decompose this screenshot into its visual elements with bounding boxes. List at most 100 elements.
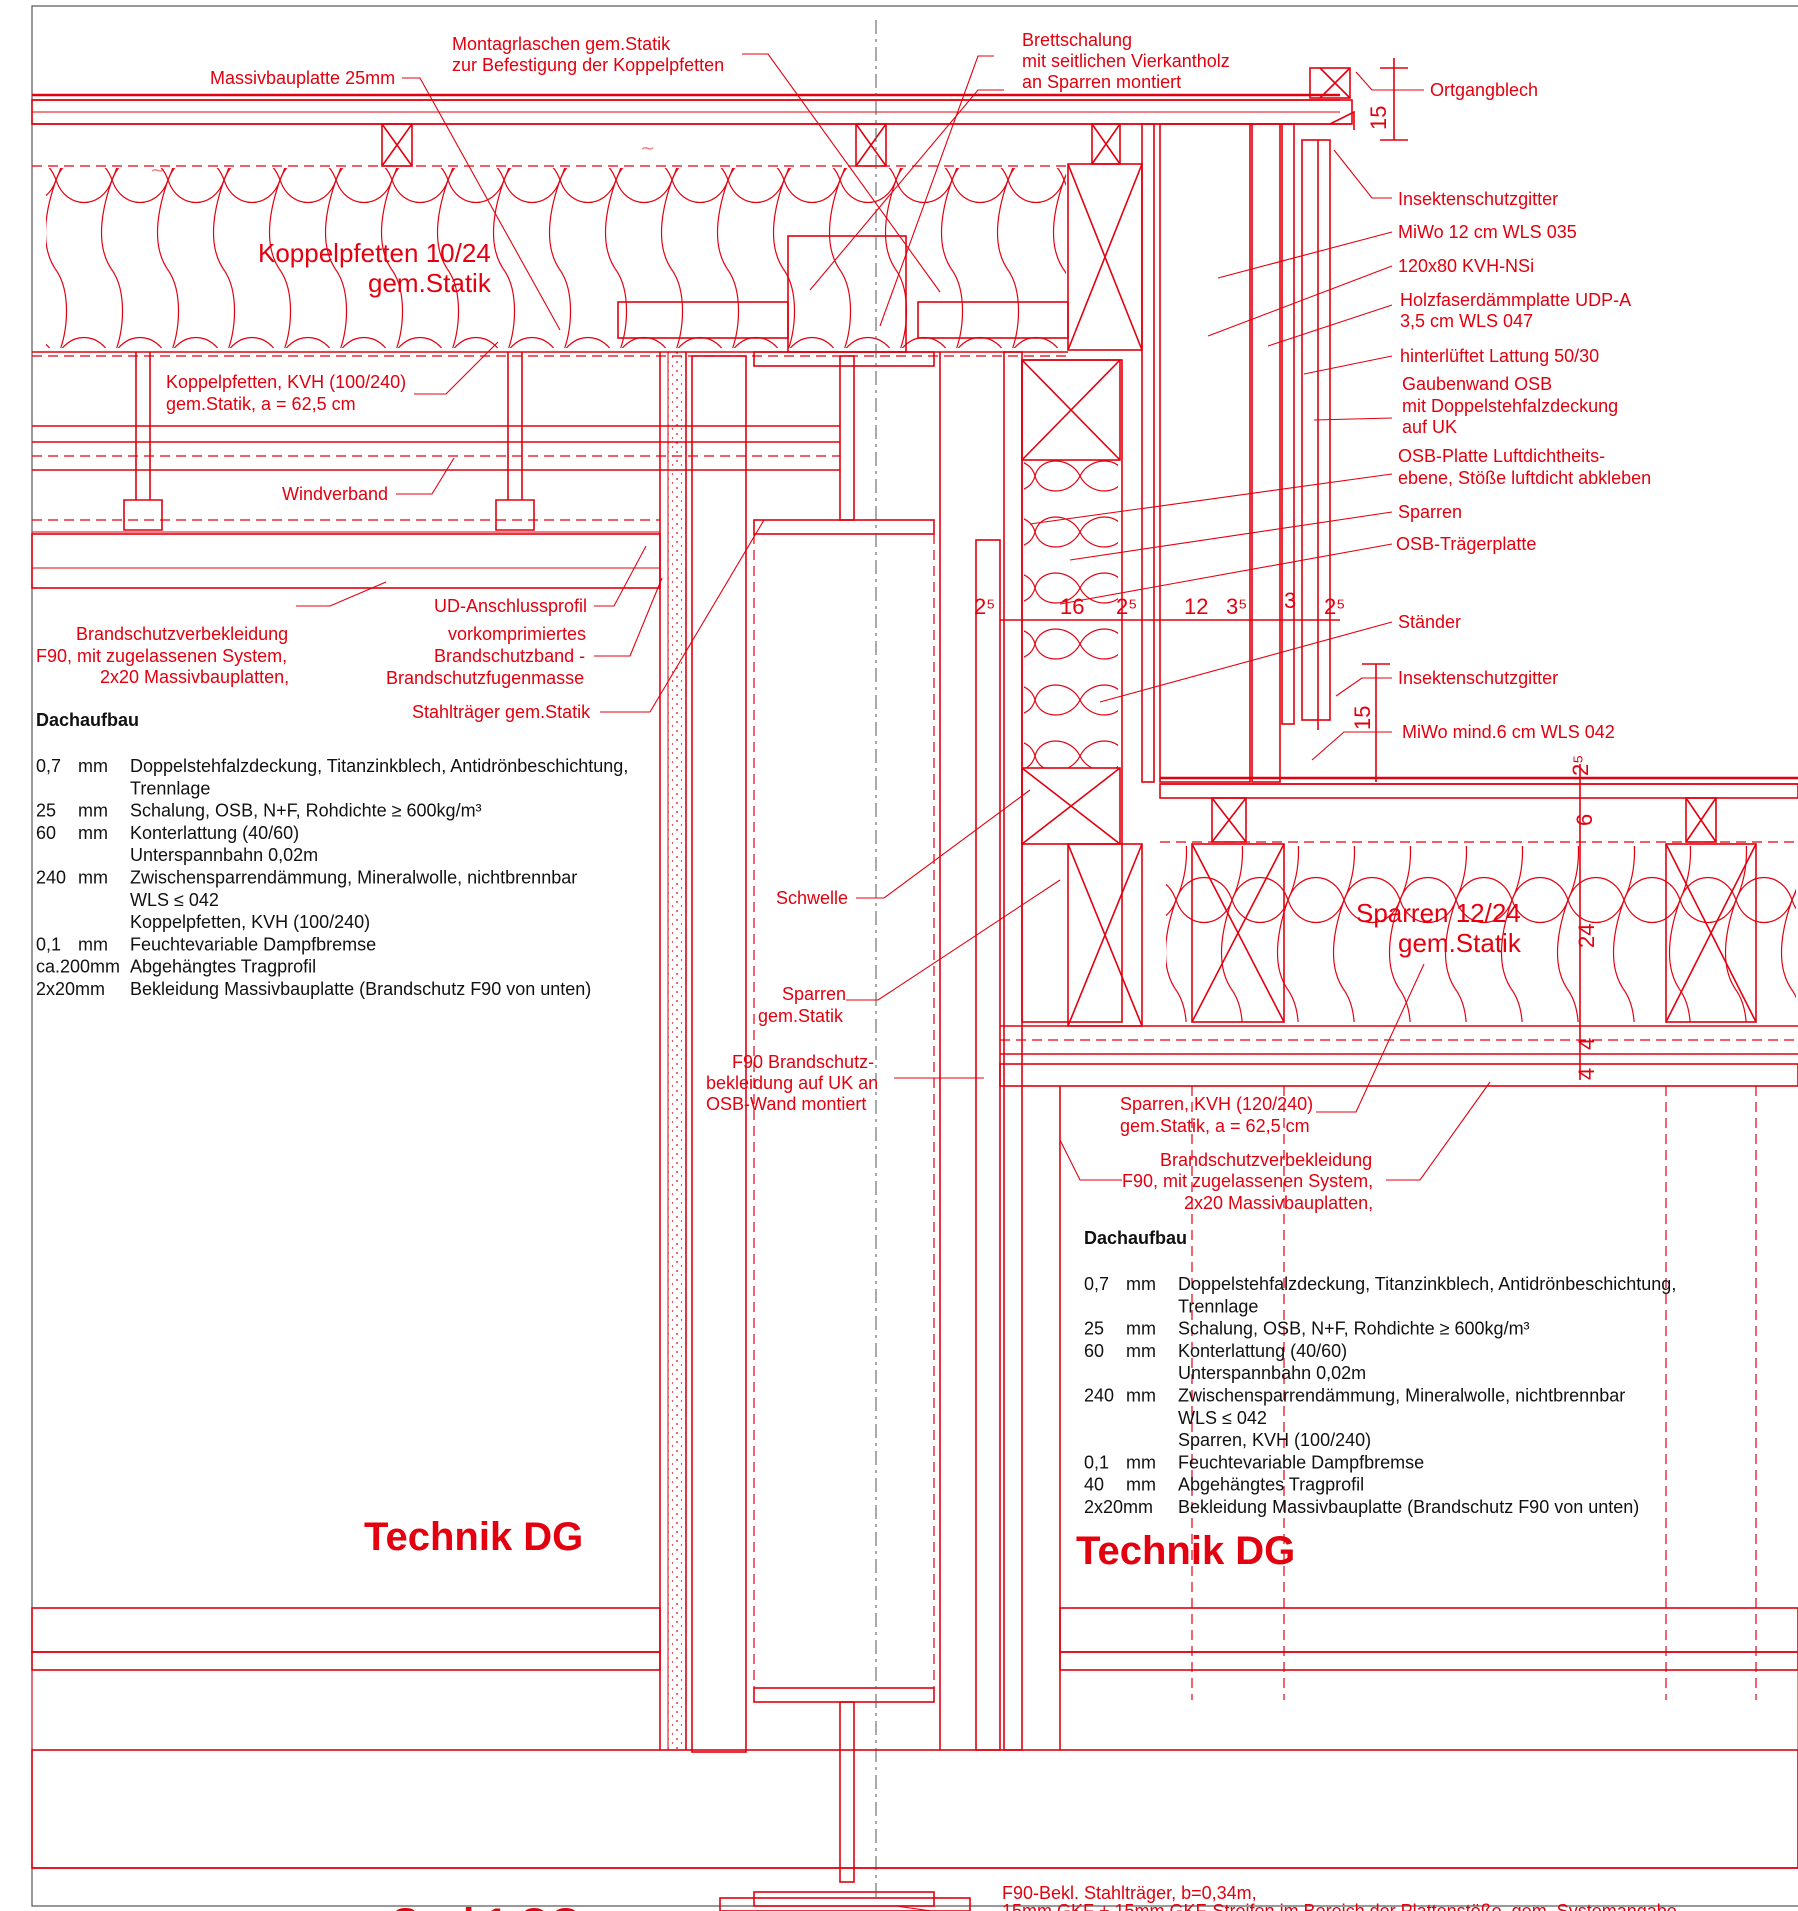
room-label-saal: Saal 1.OG — [392, 1901, 581, 1911]
dachaufbau-row-u: mm — [1126, 1319, 1156, 1339]
dachaufbau-row-d: Konterlattung (40/60) — [130, 823, 299, 843]
note-f90-bekl-line1: F90-Bekl. Stahlträger, b=0,34m, — [1002, 1883, 1257, 1903]
room-label-technik-left: Technik DG — [364, 1515, 583, 1559]
label-osb-luft-1: OSB-Platte Luftdichtheits- — [1398, 446, 1605, 466]
dachaufbau-row-t: ca.200mm — [36, 957, 120, 977]
label-miwo-6: MiWo mind.6 cm WLS 042 — [1402, 722, 1615, 742]
label-koppelpfetten-big-2: gem.Statik — [368, 268, 492, 298]
label-staender: Ständer — [1398, 612, 1461, 632]
label-brandschutz-left-3: 2x20 Massivbauplatten, — [100, 667, 289, 687]
dachaufbau-row-t: 2x20mm — [36, 979, 105, 999]
dachaufbau-row-d: Sparren, KVH (100/240) — [1178, 1430, 1371, 1450]
dachaufbau-row-u: mm — [1126, 1452, 1156, 1472]
label-massivbauplatte: Massivbauplatte 25mm — [210, 68, 395, 88]
dachaufbau-row-d: WLS ≤ 042 — [1178, 1408, 1267, 1428]
label-koppelpfetten-big-1: Koppelpfetten 10/24 — [258, 238, 491, 268]
dachaufbau-row-u: mm — [78, 823, 108, 843]
label-holzfaser-1: Holzfaserdämmplatte UDP-A — [1400, 290, 1631, 310]
label-schwelle: Schwelle — [776, 888, 848, 908]
label-brandschutz-left-1: Brandschutzverbekleidung — [76, 624, 288, 644]
dachaufbau-row-u: mm — [1126, 1475, 1156, 1495]
dachaufbau-row-u: mm — [1126, 1386, 1156, 1406]
dachaufbau-row-d: WLS ≤ 042 — [130, 890, 219, 910]
label-brandschutz-right-2: F90, mit zugelassenen System, — [1122, 1171, 1373, 1191]
label-insektenschutz-2: Insektenschutzgitter — [1398, 668, 1558, 688]
dachaufbau-row-t: 240 — [1084, 1386, 1114, 1406]
label-f90-3: OSB-Wand montiert — [706, 1094, 866, 1114]
dachaufbau-row-d: Konterlattung (40/60) — [1178, 1341, 1347, 1361]
label-sparren-kvh-1: Sparren, KVH (120/240) — [1120, 1094, 1313, 1114]
label-gaubenwand-2: mit Doppelstehfalzdeckung — [1402, 396, 1618, 416]
label-koppelpfetten-1: Koppelpfetten, KVH (100/240) — [166, 372, 406, 392]
dachaufbau-row-d: Doppelstehfalzdeckung, Titanzinkblech, A… — [1178, 1274, 1676, 1294]
dim-15-side: 15 — [1350, 706, 1375, 730]
label-sparren-big-2: gem.Statik — [1398, 928, 1522, 958]
dachaufbau-row-d: Abgehängtes Tragprofil — [1178, 1475, 1364, 1495]
leader-lines — [296, 53, 1491, 1911]
dachaufbau-row-t: 40 — [1084, 1475, 1104, 1495]
label-lattung: hinterlüftet Lattung 50/30 — [1400, 346, 1599, 366]
dachaufbau-row-t: 60 — [1084, 1341, 1104, 1361]
dachaufbau-row-t: 25 — [36, 801, 56, 821]
label-gaubenwand-1: Gaubenwand OSB — [1402, 374, 1552, 394]
label-brandschutzband-2: Brandschutzband - — [434, 646, 585, 666]
label-sparren-right: Sparren — [1398, 502, 1462, 522]
label-brandschutz-left-2: F90, mit zugelassenen System, — [36, 646, 287, 666]
dachaufbau-row-t: 240 — [36, 868, 66, 888]
label-brettschalung-1: Brettschalung — [1022, 30, 1132, 50]
dachaufbau-left-title: Dachaufbau — [36, 710, 139, 730]
label-ud-anschlussprofil: UD-Anschlussprofil — [434, 596, 587, 616]
dachaufbau-row-u: mm — [78, 756, 108, 776]
room-label-technik-right: Technik DG — [1076, 1529, 1295, 1573]
dachaufbau-row-u: mm — [1126, 1274, 1156, 1294]
dim-25-c: 2⁵ — [1324, 594, 1345, 619]
dim-12: 12 — [1184, 594, 1208, 619]
dimension-lines — [1000, 58, 1581, 1080]
label-sparren-kvh-2: gem.Statik, a = 62,5 cm — [1120, 1116, 1310, 1136]
label-brandschutzband-3: Brandschutzfugenmasse — [386, 668, 584, 688]
dachaufbau-row-d: Abgehängtes Tragprofil — [130, 957, 316, 977]
label-f90-2: bekleidung auf UK an — [706, 1073, 878, 1093]
label-brandschutz-right-1: Brandschutzverbekleidung — [1160, 1150, 1372, 1170]
label-miwo-12: MiWo 12 cm WLS 035 — [1398, 222, 1577, 242]
dim-25-b: 2⁵ — [1116, 594, 1137, 619]
label-stahltraeger: Stahlträger gem.Statik — [412, 702, 591, 722]
left-roof-assembly: ∼ ∼ — [31, 93, 1353, 589]
dachaufbau-row-u: mm — [78, 868, 108, 888]
label-holzfaser-2: 3,5 cm WLS 047 — [1400, 311, 1533, 331]
dachaufbau-row-t: 60 — [36, 823, 56, 843]
label-montagelaschen-1: Montagrlaschen gem.Statik — [452, 34, 671, 54]
dachaufbau-row-d: Feuchtevariable Dampfbremse — [1178, 1452, 1424, 1472]
dim-6: 6 — [1572, 814, 1597, 826]
note-f90-bekl-line2: 15mm GKF + 15mm GKF-Streifen im Bereich … — [1002, 1901, 1677, 1911]
label-montagelaschen-2: zur Befestigung der Koppelpfetten — [452, 55, 724, 75]
label-osb-traeger: OSB-Trägerplatte — [1396, 534, 1536, 554]
dachaufbau-row-t: 0,7 — [36, 756, 61, 776]
label-windverband: Windverband — [282, 484, 388, 504]
dachaufbau-row-u: mm — [78, 801, 108, 821]
dachaufbau-row-d: Feuchtevariable Dampfbremse — [130, 934, 376, 954]
label-koppelpfetten-2: gem.Statik, a = 62,5 cm — [166, 394, 356, 414]
label-brettschalung-3: an Sparren montiert — [1022, 72, 1181, 92]
dim-4-b: 4 — [1574, 1068, 1599, 1080]
dim-16: 16 — [1060, 594, 1084, 619]
dim-4-a: 4 — [1574, 1038, 1599, 1050]
dachaufbau-row-u: mm — [78, 934, 108, 954]
dachaufbau-row-d: Zwischensparrendämmung, Mineralwolle, ni… — [130, 868, 577, 888]
dim-35: 3⁵ — [1226, 594, 1247, 619]
label-sparren-center-2: gem.Statik — [758, 1006, 844, 1026]
dim-25-a: 2⁵ — [974, 594, 995, 619]
label-ortgangblech: Ortgangblech — [1430, 80, 1538, 100]
dachaufbau-row-u: mm — [1126, 1341, 1156, 1361]
dachaufbau-row-t: 0,1 — [1084, 1452, 1109, 1472]
central-steel-beam-and-wall — [659, 20, 1355, 1907]
label-brandschutz-right-3: 2x20 Massivbauplatten, — [1184, 1193, 1373, 1213]
label-kvh: 120x80 KVH-NSi — [1398, 256, 1534, 276]
dachaufbau-row-d: Schalung, OSB, N+F, Rohdichte ≥ 600kg/m³ — [130, 801, 482, 821]
dachaufbau-row-t: 2x20mm — [1084, 1497, 1153, 1517]
dim-3: 3 — [1284, 588, 1296, 613]
dachaufbau-row-t: 0,7 — [1084, 1274, 1109, 1294]
dachaufbau-row-d: Doppelstehfalzdeckung, Titanzinkblech, A… — [130, 756, 628, 776]
